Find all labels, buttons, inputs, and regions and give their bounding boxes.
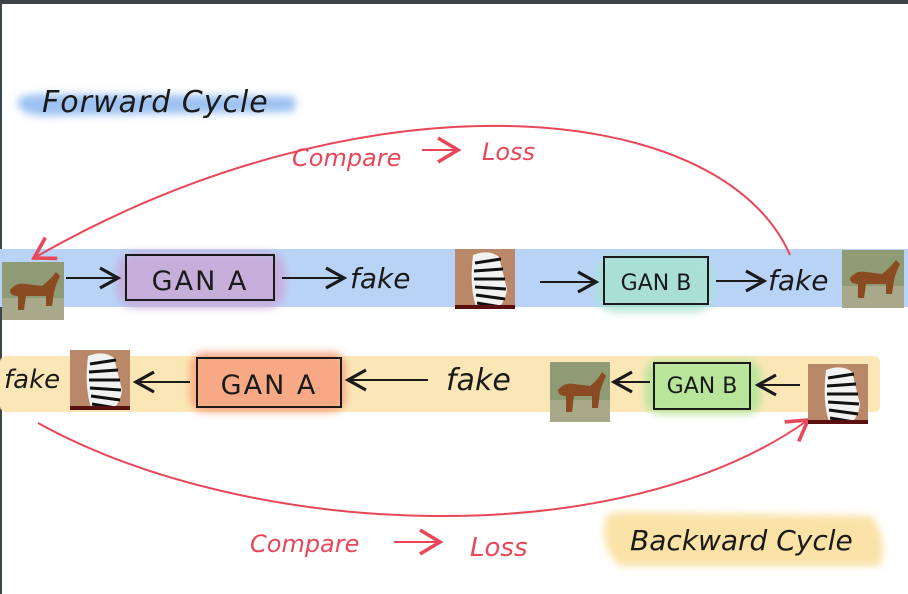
horse-image xyxy=(550,362,610,422)
horse-image xyxy=(2,262,64,320)
gan-b-forward-box xyxy=(603,256,709,305)
gan-b-backward-glow xyxy=(645,360,761,414)
forward-compare: Compare xyxy=(292,144,401,172)
fake-forward-1: fake xyxy=(350,262,410,295)
gan-b-backward-box xyxy=(653,362,751,410)
backward-title: Backward Cycle xyxy=(630,524,853,557)
forward-title-highlight xyxy=(17,93,296,116)
backward-title-highlight xyxy=(604,512,883,566)
gan-a-forward-glow xyxy=(117,252,285,308)
fake-backward-1: fake xyxy=(4,365,60,395)
backward-compare: Compare xyxy=(250,530,359,558)
gan-b-forward-glow xyxy=(597,254,713,312)
forward-loss: Loss xyxy=(482,138,535,166)
forward-title: Forward Cycle xyxy=(42,85,269,120)
gan-b-forward-label: GAN B xyxy=(621,271,692,296)
zebra-image xyxy=(808,364,868,424)
backward-cycle-arc xyxy=(37,417,811,517)
gan-b-backward-label: GAN B xyxy=(667,374,738,399)
gan-a-forward-label: GAN A xyxy=(152,266,249,297)
fake-backward-2: fake xyxy=(446,363,511,398)
gan-a-backward-label: GAN A xyxy=(221,370,318,401)
forward-cycle-arc xyxy=(30,124,791,261)
zebra-image xyxy=(70,350,130,410)
backward-loss: Loss xyxy=(470,533,527,563)
fake-forward-2: fake xyxy=(768,264,828,297)
gan-a-forward-box xyxy=(125,254,275,301)
gan-a-backward-box xyxy=(196,357,342,408)
gan-a-backward-glow xyxy=(190,352,346,412)
horse-image xyxy=(842,250,904,308)
zebra-image xyxy=(455,249,515,309)
